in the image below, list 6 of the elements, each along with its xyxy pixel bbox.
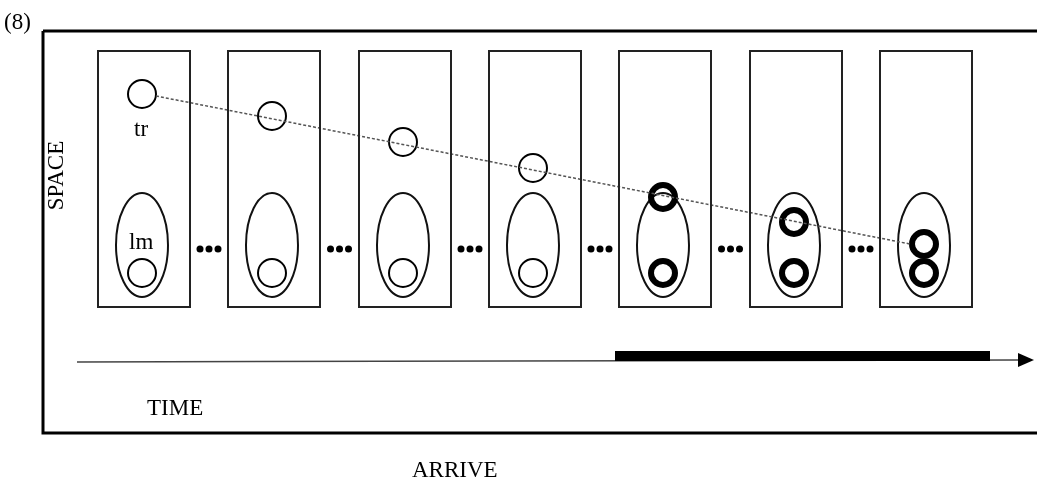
landmark-label: lm bbox=[129, 230, 154, 253]
trajector-label: tr bbox=[134, 117, 149, 140]
axis-label: TIME bbox=[147, 396, 204, 419]
example-number: (8) bbox=[4, 10, 31, 33]
caption-text: ARRIVE bbox=[412, 458, 498, 481]
axis-label: SPACE bbox=[43, 140, 67, 210]
